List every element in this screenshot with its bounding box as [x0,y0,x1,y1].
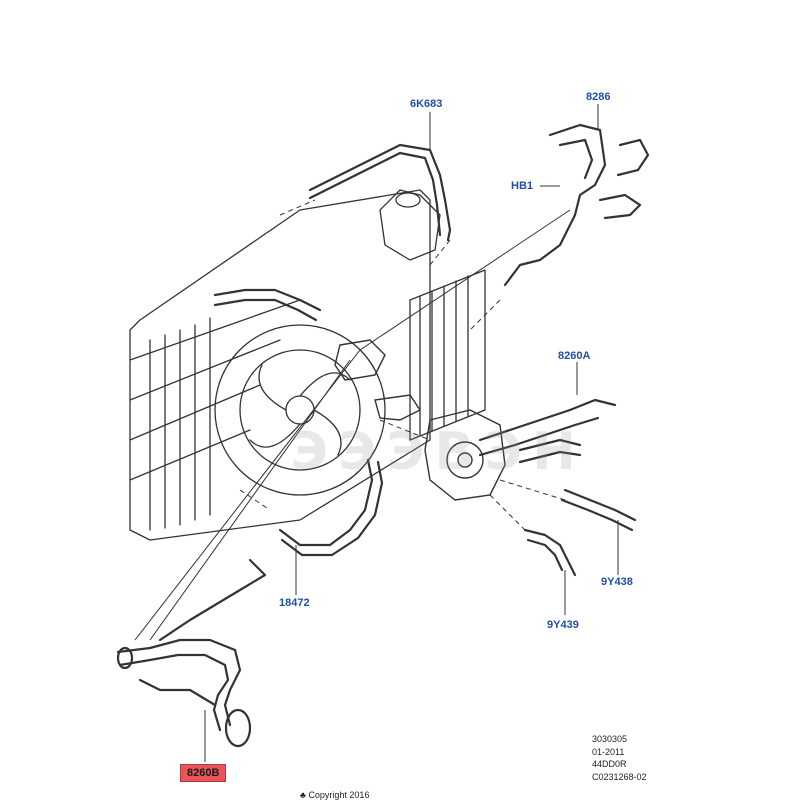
watermark-text: ЭЭЭВЭН [290,422,586,482]
hose-8286 [503,123,607,287]
callout-9Y438: 9Y438 [601,576,633,588]
drawing-metadata: 3030305 01-2011 44DD0R C0231268-02 [592,733,647,783]
radiator-fins [129,299,301,531]
meta-line: 3030305 [592,734,628,744]
callout-6K683: 6K683 [410,98,443,110]
condenser-outline [409,269,486,441]
hose-18472 [278,458,374,547]
callout-18472: 18472 [279,597,310,609]
fan-shroud [214,324,386,496]
hose-9Y439 [523,528,577,577]
callout-8260A: 8260A [558,350,591,362]
expansion-tank [379,189,441,261]
radiator-outline [129,189,431,541]
hose-9Y438 [560,488,637,532]
meta-line: 44DD0R [592,759,627,769]
callout-9Y439: 9Y439 [547,619,579,631]
meta-line: 01-2011 [592,746,625,757]
hose-6K683 [308,143,452,242]
copyright-notice: ♣ Copyright 2016 [300,790,370,800]
meta-line: C0231268-02 [592,771,647,782]
callout-8286: 8286 [586,91,611,103]
hose-8260B [116,638,242,727]
callout-HB1: HB1 [511,180,534,192]
callout-8260B-highlighted: 8260B [180,764,227,782]
